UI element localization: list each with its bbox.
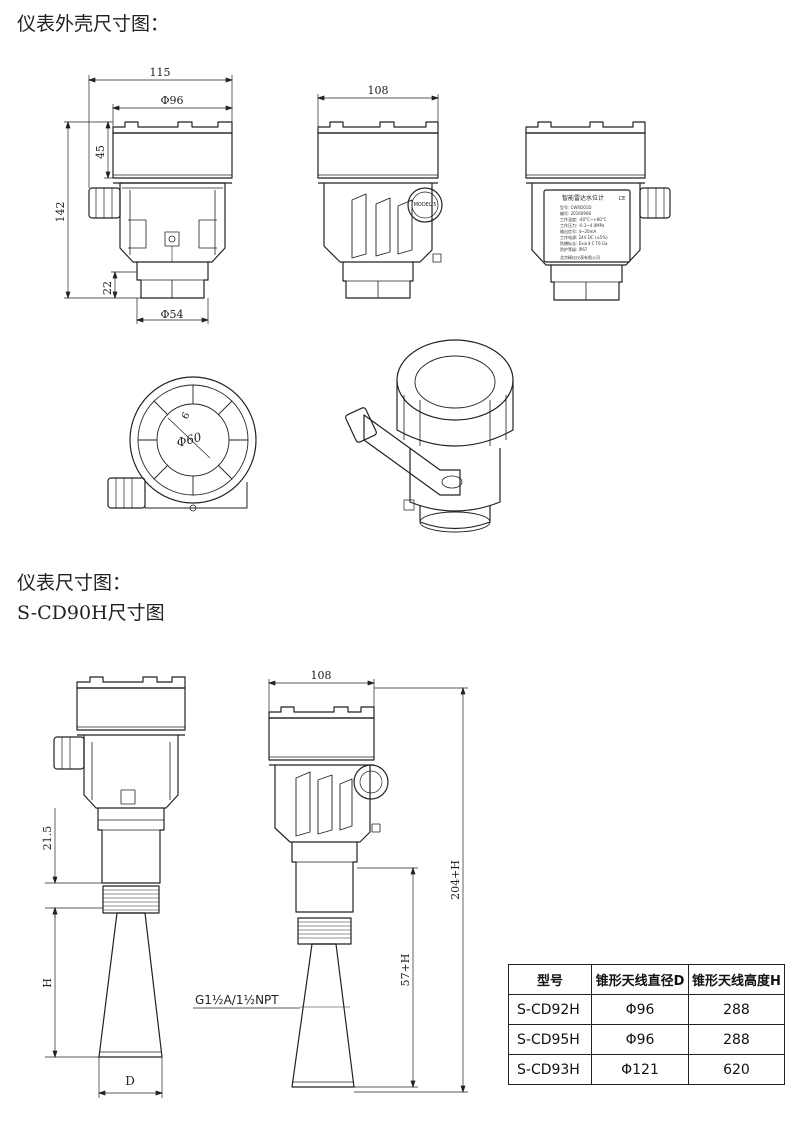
back-cap-ribs: [525, 121, 646, 134]
housing-dimensions-heading: 仪表外壳尺寸图：: [17, 13, 170, 35]
cell-height: 620: [688, 1054, 785, 1085]
nameplate-line: 输出信号: 4~20mA: [560, 228, 597, 234]
back-body: [531, 183, 641, 266]
dim-flange-height: 21.5: [41, 826, 54, 851]
dim-top-diameter: Φ60: [175, 430, 203, 450]
horn-antenna: [98, 912, 163, 1058]
nameplate-line: 工作压力: -0.1~4.0MPa: [560, 222, 605, 228]
instrument-side-cap: [268, 717, 375, 761]
top-outer-circle: [129, 376, 257, 504]
col-antenna-height: 锥形天线高度H: [688, 964, 785, 995]
model-drawing-heading: S-CD90H尺寸图: [17, 602, 165, 624]
dim-cap-diameter: Φ96: [160, 94, 183, 107]
cell-diameter: Φ96: [591, 994, 689, 1025]
nameplate-line: 编号: 20160908: [560, 210, 591, 216]
dim-top-radius: 6: [180, 411, 193, 422]
nameplate: [543, 189, 631, 263]
housing-isometric-view: [345, 339, 514, 533]
side-cap-ribs: [317, 121, 439, 134]
instrument-side-horn: [291, 943, 355, 1088]
cell-diameter: Φ96: [591, 1024, 689, 1055]
cell-model: S-CD95H: [508, 1024, 592, 1055]
instrument-cap: [76, 687, 186, 731]
nameplate-mark: CE: [619, 196, 626, 202]
dim-total-height: 204+H: [449, 860, 462, 900]
dim-width: 115: [150, 66, 171, 79]
cell-diameter: Φ121: [591, 1054, 689, 1085]
side-cap-body: [317, 132, 439, 179]
instrument-window: [353, 764, 389, 800]
antenna-spec-table: 型号 锥形天线直径D 锥形天线高度H S-CD92H Φ96 288 S-CD9…: [508, 964, 785, 1085]
instrument-dimensions-heading: 仪表尺寸图：: [17, 572, 132, 594]
dim-bottom-diameter: Φ54: [160, 308, 183, 321]
cell-model: S-CD92H: [508, 994, 592, 1025]
dim-height: 142: [54, 202, 67, 223]
nameplate-title: 智能雷达水位计: [562, 194, 604, 202]
housing-top-view: [107, 376, 257, 512]
instrument-front-view: [53, 676, 186, 1058]
nameplate-line: 型号: CWRD01D: [560, 204, 591, 210]
back-cap-body: [525, 132, 646, 179]
dim-thread-spec: G1½A/1½NPT: [195, 993, 279, 1007]
table-header-row: 型号 锥形天线直径D 锥形天线高度H: [508, 964, 785, 995]
dim-side-width: 108: [368, 84, 389, 97]
dim-lower-height: 57+H: [399, 954, 412, 987]
iso-cap-side: [396, 380, 514, 447]
dim-cap-height: 45: [94, 145, 107, 159]
instrument-flange: [97, 808, 165, 884]
housing-back-view: [525, 121, 671, 301]
instrument-side-view: [268, 706, 389, 1088]
nameplate-line: 工作温度: -40°C~+80°C: [560, 216, 607, 222]
cell-model: S-CD93H: [508, 1054, 592, 1085]
instrument-side-flange: [291, 842, 358, 913]
back-cable-gland: [639, 187, 671, 219]
side-body: [323, 183, 433, 263]
iso-body: [409, 448, 501, 512]
instrument-cable-gland: [53, 736, 85, 770]
terminal-screw: [164, 231, 180, 247]
instrument-side-cap-ribs: [268, 706, 375, 719]
dim-neck-height: 22: [101, 281, 114, 295]
dim-horn-height: H: [41, 978, 54, 988]
housing-body: [119, 182, 226, 263]
table-row: S-CD92H Φ96 288: [508, 994, 785, 1025]
cap-body: [112, 132, 233, 179]
window-label: MODEL 5: [414, 202, 437, 208]
back-neck: [550, 265, 623, 301]
table-row: S-CD93H Φ121 620: [508, 1054, 785, 1085]
instrument-housing: [83, 735, 179, 809]
nameplate-line: 防护等级: IP67: [560, 246, 588, 252]
top-cable-gland: [107, 477, 146, 509]
housing-front-view: [88, 121, 233, 299]
cap-top-ribs: [112, 121, 233, 134]
col-model: 型号: [508, 964, 592, 995]
cable-gland: [88, 187, 121, 219]
nameplate-line: 工作电源: 24V DC (±5%): [560, 234, 608, 240]
dimension-labels: 115 Φ96 142 45 22 Φ54 108 6 Φ60 108 21.5…: [41, 66, 462, 1088]
dim-horn-diameter: D: [125, 1074, 135, 1088]
display-window: [407, 187, 443, 223]
nameplate-line: 防爆标志: Exia Ⅱ C T6 Ga: [560, 240, 608, 246]
housing-side-view: [317, 121, 443, 299]
iso-neck: [419, 505, 491, 530]
cell-height: 288: [688, 994, 785, 1025]
dim-instrument-width: 108: [311, 669, 332, 682]
nameplate-text: 智能雷达水位计 CE 型号: CWRD01D 编号: 20160908 工作温度…: [560, 194, 625, 260]
cell-height: 288: [688, 1024, 785, 1055]
instrument-cap-ribs: [76, 676, 186, 689]
instrument-side-housing: [274, 765, 371, 843]
table-row: S-CD95H Φ96 288: [508, 1024, 785, 1055]
iso-cable-arm: [363, 414, 461, 496]
col-antenna-diameter: 锥形天线直径D: [591, 964, 689, 995]
nameplate-maker: 北京精仪仪表有限公司: [560, 254, 600, 260]
